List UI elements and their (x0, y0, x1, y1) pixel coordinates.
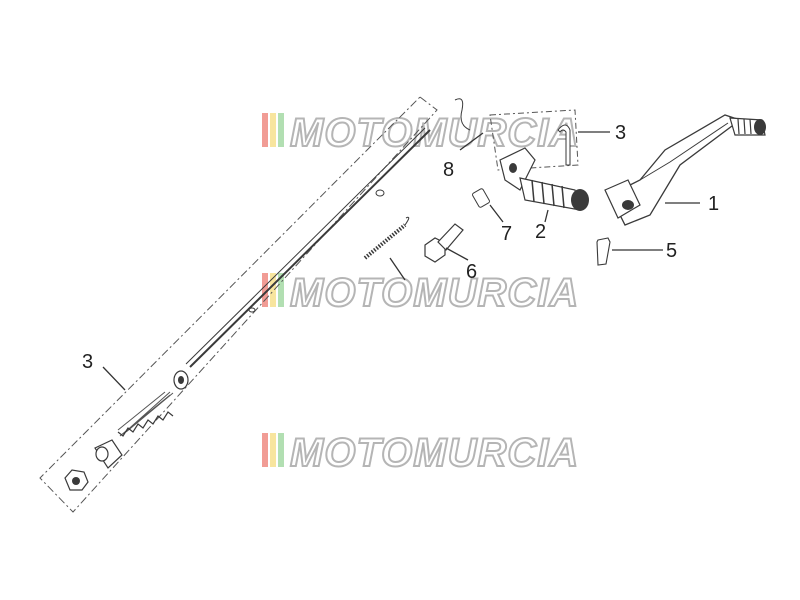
callout-3-left: 3 (82, 351, 93, 373)
watermark-text-bottom: MOTOMURCIA (290, 431, 579, 475)
hex-nut (64, 469, 89, 491)
shift-rod (185, 127, 431, 368)
assembly-box-long (39, 96, 438, 513)
grease-nipple (472, 188, 490, 208)
gear-lever (604, 114, 766, 226)
return-spring (363, 216, 410, 260)
cotter-pin (557, 124, 571, 166)
callout-5: 5 (666, 240, 677, 262)
bolt-5 (596, 237, 611, 266)
watermark-bottom: MOTOMURCIA (262, 430, 579, 476)
washer (173, 370, 189, 390)
watermark-middle: MOTOMURCIA (262, 270, 579, 316)
callout-2: 2 (535, 221, 546, 243)
bolt-6 (424, 223, 464, 263)
leader-lines (102, 131, 700, 391)
assembly-box-small (489, 109, 579, 171)
watermark-top: MOTOMURCIA (262, 110, 579, 156)
callout-7: 7 (501, 223, 512, 245)
rod-spring (117, 391, 174, 437)
rod-clevis (94, 439, 123, 469)
callout-1: 1 (708, 193, 719, 215)
footrest-peg (499, 147, 589, 211)
callout-6: 6 (466, 261, 477, 283)
watermark-text-middle: MOTOMURCIA (290, 271, 579, 315)
callout-8: 8 (443, 159, 454, 181)
watermark-text-top: MOTOMURCIA (290, 111, 579, 155)
callout-3-top: 3 (615, 122, 626, 144)
spring-clip-8 (454, 98, 471, 131)
